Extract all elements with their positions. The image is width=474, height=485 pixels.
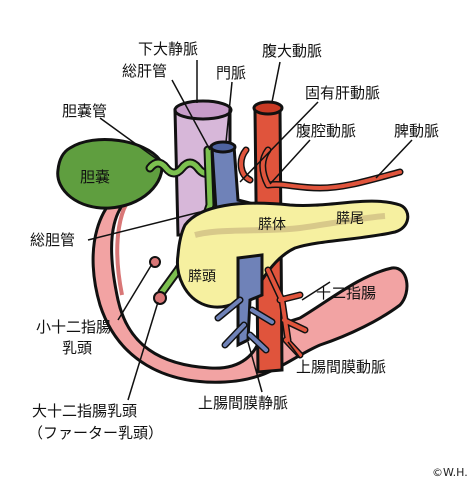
superior-mesenteric-artery — [264, 266, 309, 359]
label-common-hepatic-duct: 総肝管 — [122, 62, 168, 80]
label-duodenum: 十二指腸 — [316, 284, 377, 302]
label-pancreas-body: 膵体 — [258, 217, 286, 233]
leader-lines — [87, 60, 413, 401]
celiac-and-splenic-artery — [237, 146, 404, 192]
pancreas — [175, 199, 410, 309]
label-minor-papilla-2: 乳頭 — [62, 339, 93, 357]
superior-mesenteric-vein — [214, 253, 276, 354]
label-minor-papilla-1: 小十二指腸 — [36, 318, 112, 336]
label-splenic-artery: 脾動脈 — [394, 122, 440, 140]
label-major-papilla-2: （ファーター乳頭） — [28, 424, 164, 442]
label-portal-vein: 門脈 — [216, 64, 247, 82]
label-pancreas-tail: 膵尾 — [336, 211, 364, 227]
label-ivc: 下大静脈 — [138, 40, 199, 58]
label-pancreas-head: 膵頭 — [188, 269, 216, 285]
major-papilla — [153, 291, 167, 305]
label-major-papilla-1: 大十二指腸乳頭 — [32, 402, 138, 420]
label-aorta: 腹大動脈 — [262, 42, 323, 60]
label-common-bile-duct: 総胆管 — [30, 231, 76, 249]
label-celiac-artery: 腹腔動脈 — [296, 122, 357, 140]
label-smv: 上腸間膜静脈 — [198, 394, 289, 412]
label-proper-hepatic-artery: 固有肝動脈 — [305, 84, 381, 102]
copyright: ©W.H. — [432, 466, 468, 479]
gallbladder — [56, 137, 164, 210]
label-cystic-duct: 胆嚢管 — [62, 102, 108, 120]
label-sma: 上腸間膜動脈 — [296, 358, 387, 376]
label-gallbladder: 胆嚢 — [80, 168, 111, 186]
